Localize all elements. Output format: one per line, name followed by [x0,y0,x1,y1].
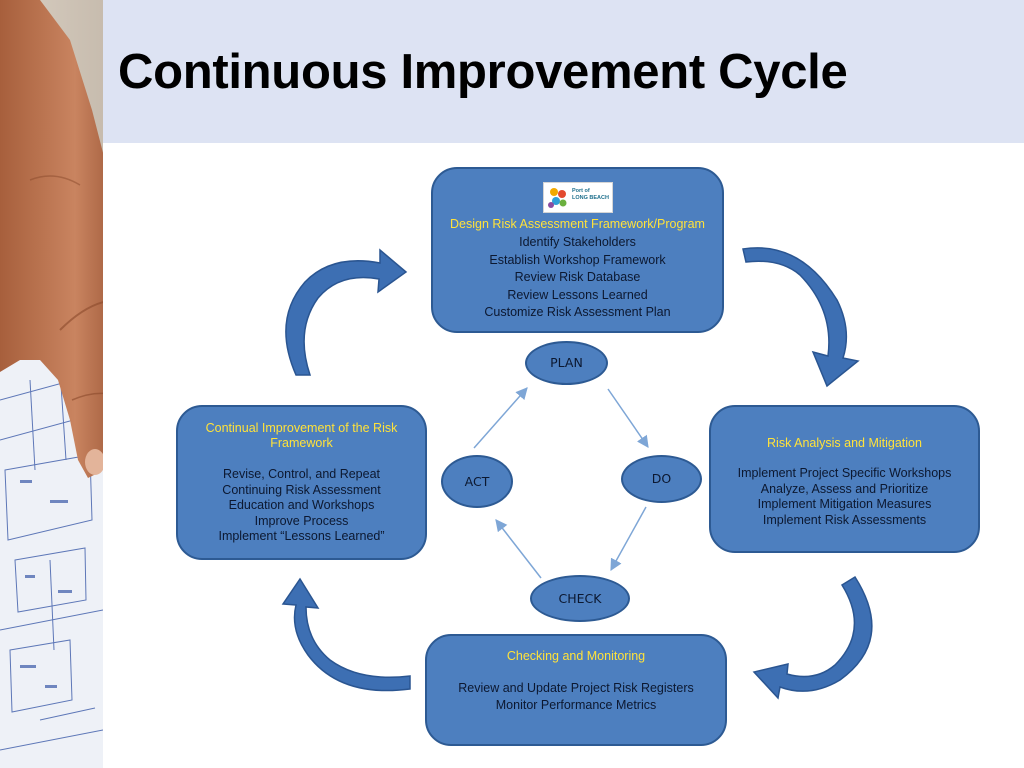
phase-do: DO [621,455,702,503]
check-box-heading: Checking and Monitoring [506,649,646,663]
act-item: Improve Process [254,513,349,528]
logo-text-line2: LONG BEACH [572,194,609,201]
act-item: Revise, Control, and Repeat [222,467,381,481]
logo-mark-icon [548,188,567,208]
connector-check-to-act [495,519,542,579]
do-item: Implement Mitigation Measures [757,497,932,511]
do-box-heading: Risk Analysis and Mitigation [767,436,922,450]
act-item: Education and Workshops [228,498,375,512]
do-item: Analyze, Assess and Prioritize [760,481,929,496]
connector-act-to-plan [473,387,528,449]
curved-arrow-plan-to-do [742,247,860,388]
logo-text-line1: Port of [572,188,590,194]
connector-do-to-check [610,506,647,572]
do-box: Risk Analysis and Mitigation Implement P… [709,405,980,553]
act-box-heading-line1: Continual Improvement of the Risk [205,421,398,435]
act-box-heading-line2: Framework [270,436,333,450]
plan-item: Review Risk Database [514,270,641,284]
phase-check: CHECK [530,575,630,622]
plan-item: Customize Risk Assessment Plan [484,305,671,319]
curved-arrow-check-to-act [281,577,411,692]
hand-blueprint-photo [0,0,103,768]
do-item: Implement Project Specific Workshops [737,466,952,480]
curved-arrow-act-to-plan [285,248,408,376]
plan-box-heading: Design Risk Assessment Framework/Program [450,217,705,231]
connector-plan-to-do [607,388,649,448]
act-item: Implement “Lessons Learned” [218,529,385,543]
plan-item: Establish Workshop Framework [489,252,666,267]
plan-item: Identify Stakeholders [519,235,636,249]
port-of-long-beach-logo: Port of LONG BEACH [543,182,613,213]
act-item: Continuing Risk Assessment [222,482,381,497]
title-band [103,0,1024,143]
check-item: Monitor Performance Metrics [495,698,657,712]
slide-title: Continuous Improvement Cycle [118,45,848,99]
curved-arrow-do-to-check [752,575,873,700]
do-item: Implement Risk Assessments [762,512,927,527]
check-item: Review and Update Project Risk Registers [458,681,694,695]
phase-plan: PLAN [525,341,608,385]
logo-text: Port of LONG BEACH [572,188,609,201]
phase-act: ACT [441,455,513,508]
plan-item: Review Lessons Learned [507,287,648,302]
act-box: Continual Improvement of the Risk Framew… [176,405,427,560]
check-box: Checking and Monitoring Review and Updat… [425,634,727,746]
plan-box: Design Risk Assessment Framework/Program… [431,167,724,333]
